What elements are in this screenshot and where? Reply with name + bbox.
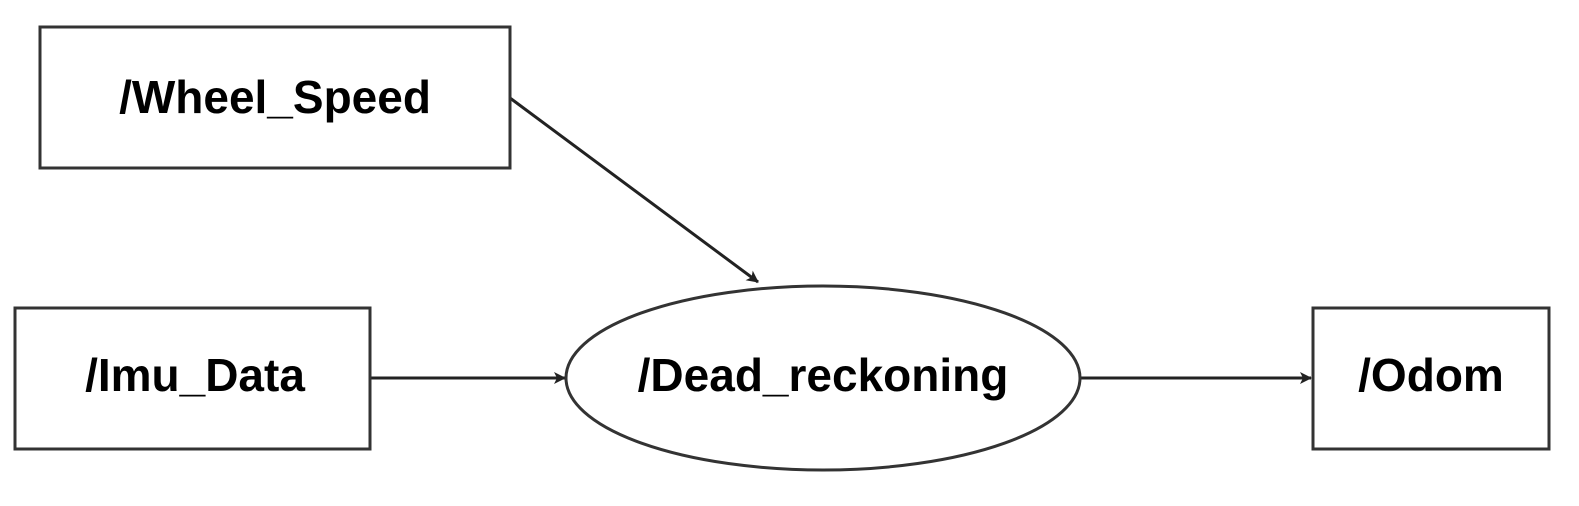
node-odom-label: /Odom [1358, 349, 1504, 401]
node-imu-data-label: /Imu_Data [85, 349, 305, 401]
node-wheel-speed-box [38, 25, 512, 170]
node-dead-reckoning: /Dead_reckoning [564, 284, 1082, 472]
node-imu-data-box [13, 306, 372, 451]
node-imu-data: /Imu_Data [13, 306, 372, 451]
node-wheel-speed: /Wheel_Speed [38, 25, 512, 170]
node-odom: /Odom [1311, 306, 1551, 451]
node-dead-reckoning-ellipse [564, 284, 1082, 472]
node-odom-box [1311, 306, 1551, 451]
node-dead-reckoning-label: /Dead_reckoning [638, 349, 1009, 401]
node-wheel-speed-label: /Wheel_Speed [119, 71, 431, 123]
edges [370, 96, 1312, 384]
edge-wheel-speed-to-dead-reckoning [509, 96, 759, 284]
